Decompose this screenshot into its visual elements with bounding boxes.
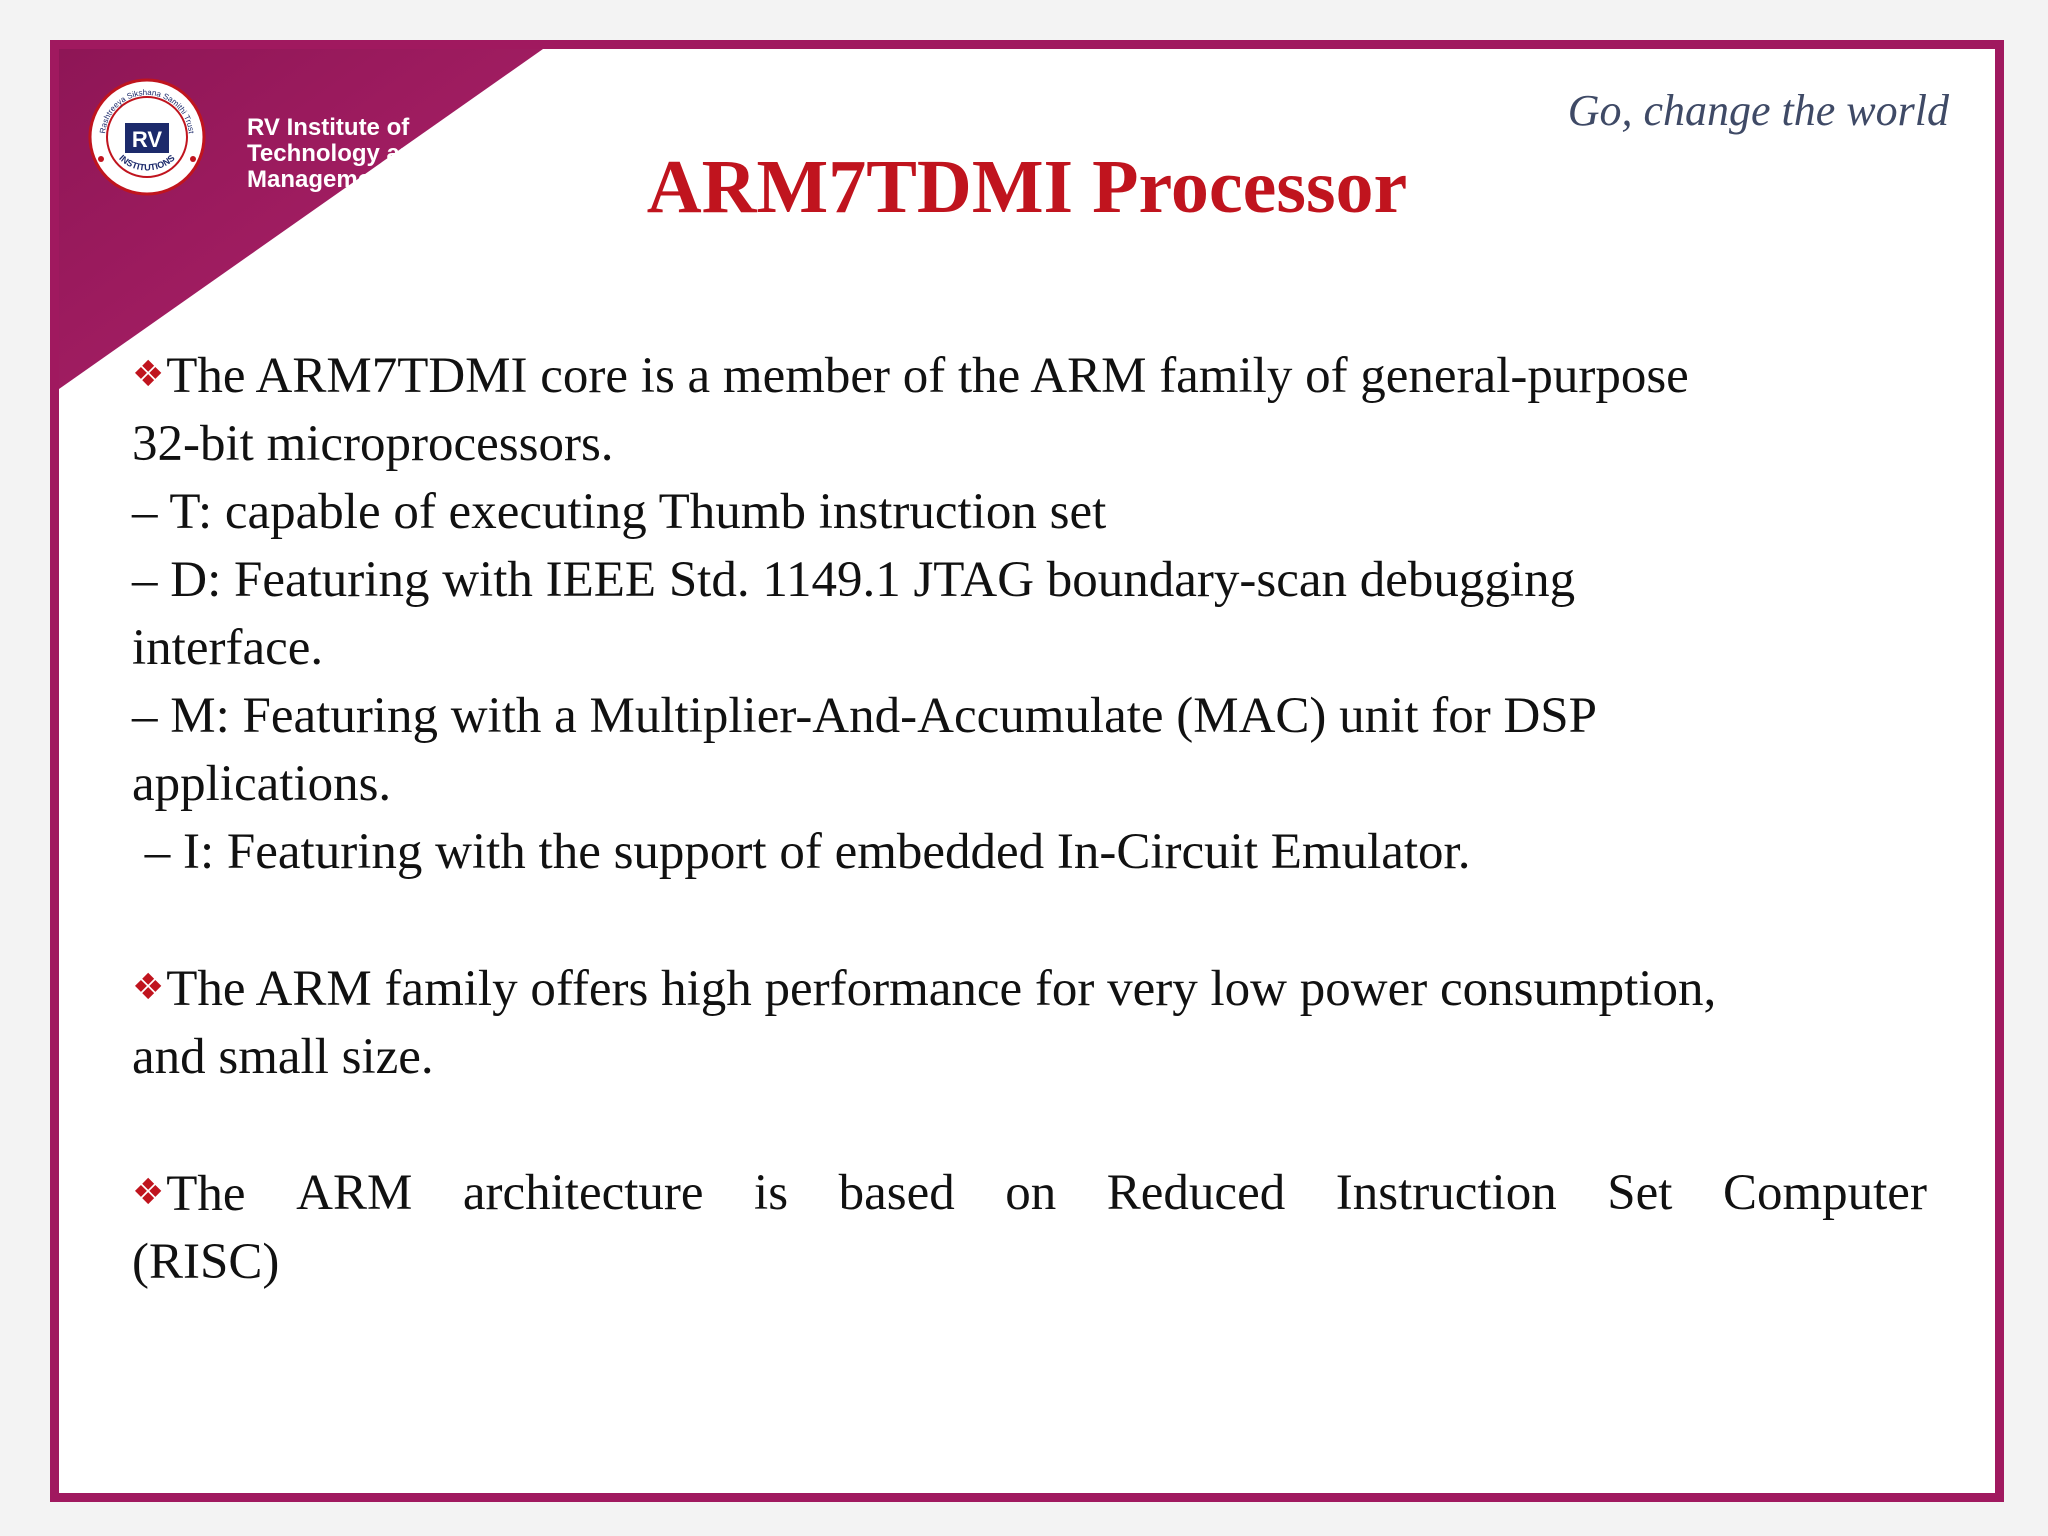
sub-point: – D: Featuring with IEEE Std. 1149.1 JTA…: [132, 552, 1576, 608]
body-line: applications.: [132, 756, 392, 812]
spacer: [132, 886, 1927, 954]
bullet-word: based: [838, 1165, 955, 1221]
bullet-word: Reduced: [1106, 1165, 1286, 1221]
seal-letters: RV: [132, 127, 162, 152]
bullet-point: ❖The ARM family offers high performance …: [132, 954, 1927, 1023]
bullet-text: The ARM7TDMI core is a member of the ARM…: [166, 348, 1689, 404]
institute-name-line: Technology and: [247, 140, 430, 167]
body-line: and small size.: [132, 1029, 434, 1085]
slide: Rashtreeya Sikshana Samithi Trust INSTIT…: [50, 40, 2004, 1502]
rv-seal-icon: Rashtreeya Sikshana Samithi Trust INSTIT…: [88, 78, 206, 196]
bullet-point: ❖The ARM architecture is based on Reduce…: [132, 1159, 1927, 1228]
bullet-point: ❖The ARM7TDMI core is a member of the AR…: [132, 341, 1927, 410]
bullet-word: Set: [1607, 1165, 1673, 1221]
bullet-word: ARM: [296, 1165, 413, 1221]
slide-body: ❖The ARM7TDMI core is a member of the AR…: [132, 341, 1927, 1296]
diamond-bullet-icon: ❖: [132, 354, 165, 395]
bullet-word: is: [754, 1165, 789, 1221]
bullet-word: Computer: [1722, 1165, 1927, 1221]
bullet-word: Instruction: [1335, 1165, 1557, 1221]
slide-title: ARM7TDMI Processor: [646, 145, 1408, 229]
body-line: (RISC): [132, 1234, 280, 1290]
sub-point: – T: capable of executing Thumb instruct…: [132, 484, 1107, 540]
bullet-word: ❖The: [132, 1166, 246, 1222]
institute-name-line: Management®: [247, 166, 412, 193]
bullet-word: on: [1005, 1165, 1057, 1221]
sub-point: – I: Featuring with the support of embed…: [132, 824, 1471, 880]
diamond-bullet-icon: ❖: [132, 967, 165, 1008]
spacer: [132, 1091, 1927, 1159]
diamond-bullet-icon: ❖: [132, 1172, 165, 1213]
sub-point: – M: Featuring with a Multiplier-And-Acc…: [132, 688, 1598, 744]
body-line: 32-bit microprocessors.: [132, 416, 614, 472]
bullet-word: architecture: [462, 1165, 704, 1221]
institute-name: RV Institute of Technology and Managemen…: [247, 115, 429, 193]
institute-logo: Rashtreeya Sikshana Samithi Trust INSTIT…: [87, 77, 447, 227]
tagline: Go, change the world: [1567, 86, 1949, 135]
institute-name-line: RV Institute of: [247, 114, 410, 141]
bullet-text: The ARM family offers high performance f…: [166, 961, 1717, 1017]
body-line: interface.: [132, 620, 324, 676]
